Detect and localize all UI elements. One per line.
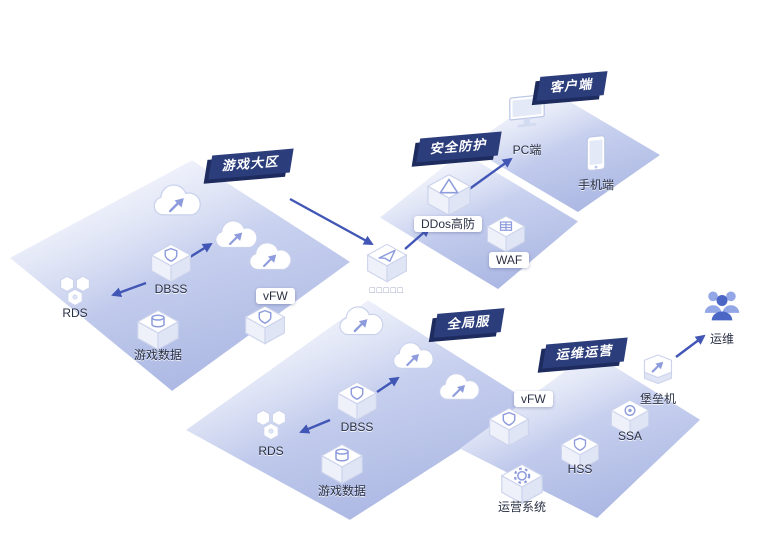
ddos-label: DDos高防 [414,216,483,233]
ssa-label: SSA [617,429,642,443]
bastion-host-icon [634,352,682,397]
mobile-label: 手机端 [577,178,614,192]
vfw-icon [242,302,288,348]
dbss-label: DBSS [154,282,188,296]
vfw-label: vFW [256,288,295,305]
game-data-label: 游戏数据 [317,484,366,498]
ops-zone-tab: 运维运营 [542,337,628,369]
game-data-icon [318,440,366,488]
mobile-phone-icon [580,130,612,178]
vfw-icon [486,404,532,450]
rds-label: RDS [258,444,284,458]
client-zone-tab: 客户端 [536,71,608,101]
waf-label: WAF [489,252,530,269]
hss-label: HSS [567,462,593,476]
waf-icon [484,212,528,256]
rds-label: RDS [62,306,88,320]
ddos-protection-icon [424,170,474,220]
cloud-upload-icon [390,341,438,374]
gateway-placeholder-label: □□□□□ [369,285,405,295]
dbss-label: DBSS [340,420,374,434]
ops-admin-label: 运维 [709,332,734,346]
game-data-label: 游戏数据 [133,348,182,362]
dbss-icon [334,378,380,424]
ops-system-label: 运营系统 [497,500,546,514]
ops-admin-people-icon [700,286,744,325]
dbss-icon [148,240,194,286]
bastion-label: 堡垒机 [639,392,676,406]
vfw-label: vFW [514,391,553,408]
pc-label: PC端 [512,143,542,157]
gateway-icon [364,240,410,286]
cloud-upload-icon [150,183,206,222]
cloud-upload-icon [246,241,296,276]
game-zone-tab: 游戏大区 [208,148,294,180]
game-data-icon [134,306,182,354]
cloud-upload-icon [436,372,484,405]
rds-icon [248,406,294,446]
cloud-upload-icon [336,305,388,341]
global-zone-tab: 全局服 [433,308,505,338]
